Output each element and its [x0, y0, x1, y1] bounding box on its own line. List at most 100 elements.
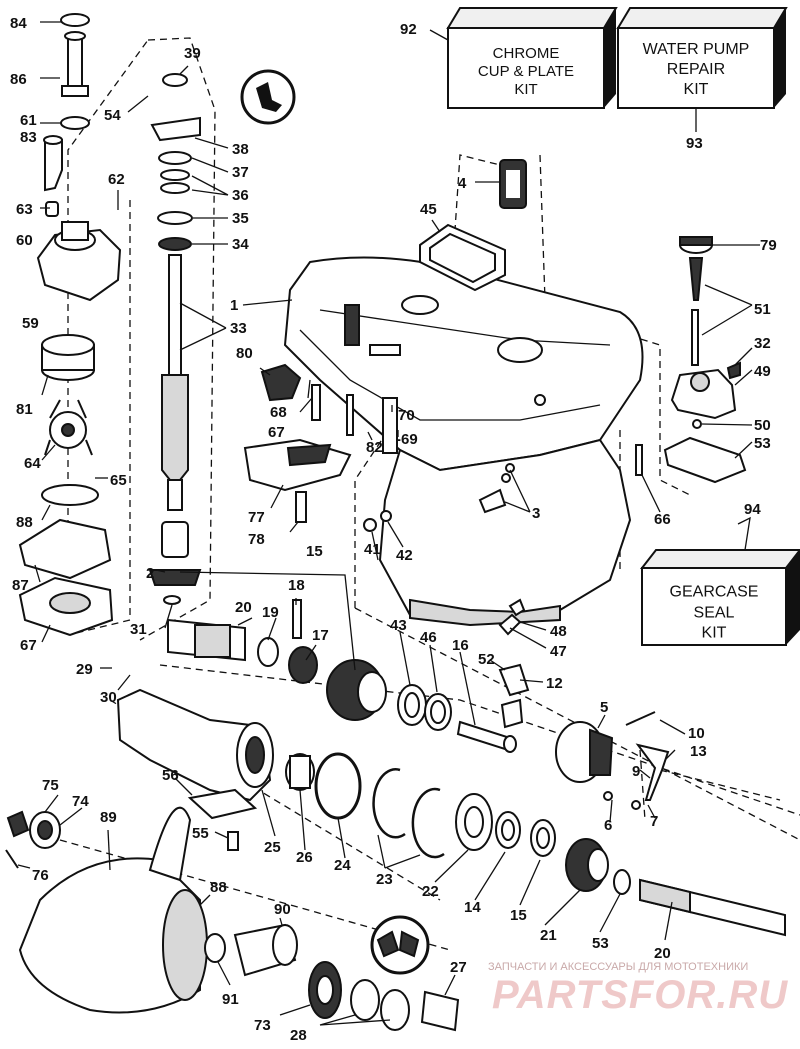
- vent-plug-4: [499, 159, 527, 209]
- label-78: 79: [760, 237, 777, 254]
- chrome-kit-line-2: CUP & PLATE: [478, 63, 574, 80]
- retaining-rings-23: [372, 768, 445, 859]
- label-60: 60: [16, 232, 33, 249]
- gear-15: [326, 659, 387, 721]
- bolts-77-68-81: [295, 384, 398, 523]
- plate-22-washer-13-14: [455, 793, 556, 857]
- label-49: 50: [754, 417, 771, 434]
- label-27: 27: [450, 959, 467, 976]
- label-24: 24: [334, 857, 351, 874]
- label-79: 80: [236, 345, 253, 362]
- bearing-carrier-25: [116, 688, 274, 802]
- gasket-44: [419, 223, 506, 292]
- pump-plates-86-87-67: [18, 484, 114, 637]
- label-70: -69: [396, 431, 418, 448]
- label-67: 67: [20, 637, 37, 654]
- label-64: 64: [24, 455, 41, 472]
- label-86: 87: [12, 577, 29, 594]
- cradle-5: [555, 721, 614, 783]
- label-87: 88: [16, 514, 33, 531]
- label-19: 19: [262, 604, 279, 621]
- screws-41-42-3: [363, 463, 515, 532]
- watermark-brand: PARTSFOR.RU: [492, 973, 788, 1017]
- label-76: 77: [248, 509, 265, 526]
- label-21: 21: [540, 927, 557, 944]
- bearing-26: [285, 753, 315, 791]
- label-74: 75: [42, 777, 59, 794]
- label-90: 90: [274, 901, 291, 918]
- label-51: 53: [754, 435, 771, 452]
- reverse-gear-21: [565, 838, 609, 892]
- watermark-caption: ЗАПЧАСТИ И АКСЕССУАРЫ ДЛЯ МОТОТЕХНИКИ: [488, 961, 748, 973]
- label-1: 1: [230, 297, 238, 314]
- gasket-51: [663, 436, 747, 484]
- label-45: 46: [420, 629, 437, 646]
- label-82: 83: [20, 129, 37, 146]
- label-18: 18: [288, 577, 305, 594]
- label-33: 33: [230, 320, 247, 337]
- label-5: 5: [600, 699, 608, 716]
- label-73: 74: [72, 793, 89, 810]
- label-80: 81: [16, 401, 33, 418]
- label-52: 52: [478, 651, 495, 668]
- label-22: 22: [422, 883, 439, 900]
- label-47: 48: [550, 623, 567, 640]
- label-54: 54: [104, 107, 121, 124]
- label-72: 73: [254, 1017, 271, 1034]
- impeller-cup-80: [41, 334, 95, 381]
- drive-shaft-33: [148, 73, 202, 605]
- label-46: 47: [550, 643, 567, 660]
- label-39: 39: [184, 45, 201, 62]
- label-42: 42: [396, 547, 413, 564]
- label-43: 43: [390, 617, 407, 634]
- o-ring-24: [314, 752, 362, 820]
- pinion-shaft-20: [167, 618, 246, 662]
- label-84: 86: [10, 71, 27, 88]
- clutch-dog-17: [257, 599, 318, 684]
- trim-tab-76: [243, 438, 352, 492]
- cover-78: [679, 236, 713, 254]
- label-55: 55: [192, 825, 209, 842]
- water-pump-kit-line-3: KIT: [684, 81, 709, 98]
- label-9: 9: [632, 763, 640, 780]
- prop-nut-parts-74-73-75: [5, 810, 61, 869]
- water-pump-kit-line-1: WATER PUMP: [643, 41, 750, 58]
- gearcase-housing: [283, 256, 644, 627]
- label-38: 38: [232, 141, 249, 158]
- thrust-washers-43-45: [397, 684, 452, 731]
- seal-detail-callout: [370, 915, 430, 975]
- label-25: 25: [264, 839, 281, 856]
- chrome-kit-line-3: KIT: [514, 81, 537, 98]
- label-30: 30: [100, 689, 117, 706]
- label-4: 4: [458, 175, 467, 192]
- propeller-shaft-20: [613, 869, 786, 937]
- label-26: 26: [296, 849, 313, 866]
- label-56: 56: [162, 767, 179, 784]
- label-2: 2: [146, 565, 154, 582]
- shift-shaft-16: [456, 720, 517, 753]
- water-pump-kit-box: WATER PUMP REPAIR KIT: [616, 7, 788, 109]
- seal-kit-line-1: GEARCASE: [670, 583, 759, 600]
- label-41: 41: [364, 541, 381, 558]
- label-75: 76: [32, 867, 49, 884]
- bearings-72-28-27: [308, 961, 460, 1032]
- small-screws-right: [635, 361, 741, 476]
- label-68: 67: [268, 424, 285, 441]
- label-71: 70: [398, 407, 415, 424]
- seal-kit-line-2: SEAL: [694, 604, 735, 621]
- label-92: 92: [400, 21, 417, 38]
- label-11: 12: [546, 675, 563, 692]
- label-48: 49: [754, 363, 771, 380]
- label-66: 66: [654, 511, 671, 528]
- label-29: 29: [76, 661, 93, 678]
- label-83: 84: [10, 15, 27, 32]
- label-44: 45: [420, 201, 437, 218]
- chrome-kit-line-1: CHROME: [493, 45, 560, 62]
- label-3: 3: [532, 505, 540, 522]
- impeller-64: [44, 399, 93, 456]
- label-7: 7: [650, 813, 658, 830]
- label-53: 53: [592, 935, 609, 952]
- gearcase-seal-kit-box: GEARCASE SEAL KIT: [639, 549, 800, 646]
- anode-79: [260, 363, 302, 402]
